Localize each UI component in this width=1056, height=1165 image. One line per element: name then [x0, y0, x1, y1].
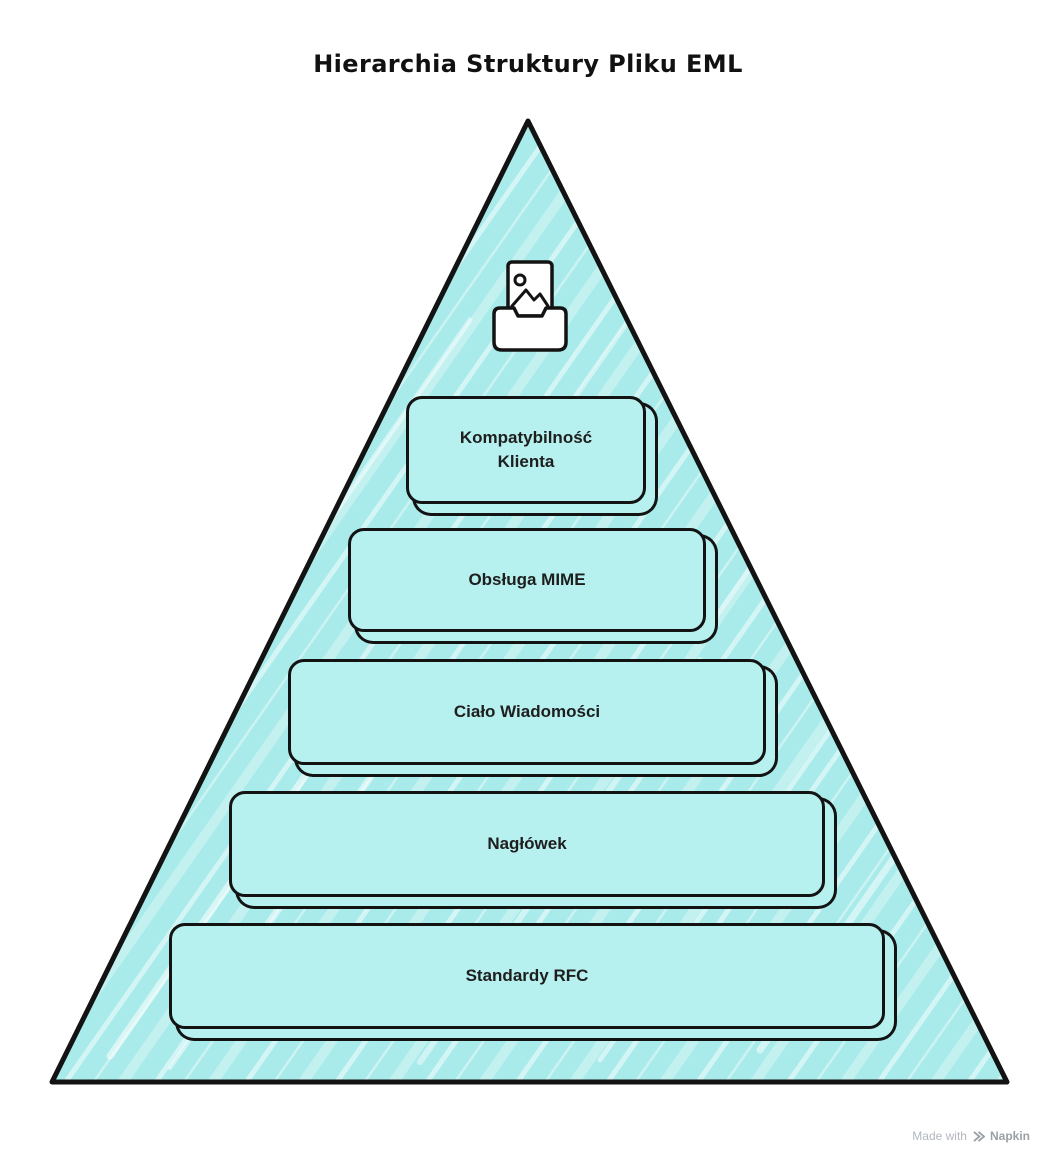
watermark-brand: Napkin [989, 1129, 1030, 1143]
level-label: Nagłówek [487, 834, 567, 854]
napkin-logo-icon [973, 1130, 985, 1142]
level-label: Ciało Wiadomości [453, 702, 601, 722]
watermark-prefix: Made with [912, 1129, 967, 1143]
level-label: Kompatybilność Klienta [459, 428, 593, 471]
watermark: Made with Napkin [912, 1129, 1030, 1143]
pyramid-level-kompatybilnosc-klienta: Kompatybilność Klienta [406, 396, 646, 504]
pyramid-level-standardy-rfc: Standardy RFC [169, 923, 885, 1029]
diagram-title: Hierarchia Struktury Pliku EML [313, 50, 743, 78]
level-label: Standardy RFC [465, 966, 589, 986]
pyramid-level-cialo-wiadomosci: Ciało Wiadomości [288, 659, 766, 765]
level-label: Obsługa MIME [468, 570, 586, 590]
pyramid-level-naglowek: Nagłówek [229, 791, 825, 897]
pyramid-level-obsluga-mime: Obsługa MIME [348, 528, 706, 632]
pyramid-outline [49, 118, 1010, 1085]
inbox-image-icon [492, 260, 568, 352]
